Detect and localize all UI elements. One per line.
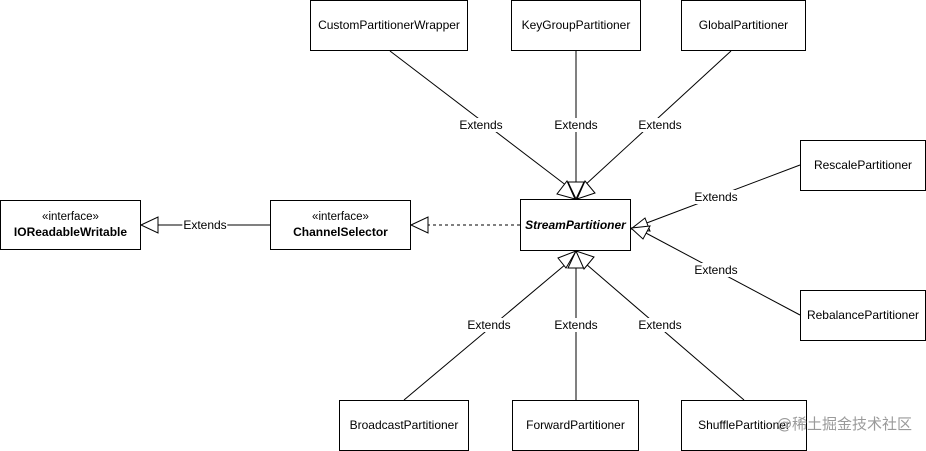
node-label: GlobalPartitioner <box>698 18 789 32</box>
node-label: RescalePartitioner <box>813 158 913 172</box>
node-label: KeyGroupPartitioner <box>521 18 631 32</box>
node-forward-partitioner: ForwardPartitioner <box>512 400 639 451</box>
node-stereotype: «interface» <box>312 211 369 223</box>
node-label: IOReadableWritable <box>13 225 128 239</box>
edge-label-custom-wrapper: Extends <box>458 118 504 132</box>
edge-label-global: Extends <box>637 118 683 132</box>
node-io-readable-writable: «interface» IOReadableWritable <box>0 200 141 250</box>
arrowhead-io-readable <box>139 216 159 234</box>
edge-label-rescale: Extends <box>693 190 739 204</box>
node-label: RebalancePartitioner <box>806 308 920 322</box>
node-shuffle-partitioner: ShufflePartitioner <box>681 400 807 451</box>
node-rebalance-partitioner: RebalancePartitioner <box>800 290 926 341</box>
edge-label-forward: Extends <box>553 318 599 332</box>
edge-shuffle <box>585 263 745 401</box>
node-channel-selector: «interface» ChannelSelector <box>270 200 411 250</box>
node-rescale-partitioner: RescalePartitioner <box>800 140 926 191</box>
node-stream-partitioner: StreamPartitioner <box>520 199 631 251</box>
arrowhead-global <box>576 180 596 200</box>
node-label: StreamPartitioner <box>525 217 626 232</box>
node-label: ChannelSelector <box>293 225 388 239</box>
node-label: ShufflePartitioner <box>698 418 790 432</box>
node-global-partitioner: GlobalPartitioner <box>681 0 806 51</box>
edge-label-keygroup: Extends <box>553 118 599 132</box>
node-stereotype: «interface» <box>42 211 99 223</box>
node-label: ForwardPartitioner <box>526 418 625 432</box>
node-broadcast-partitioner: BroadcastPartitioner <box>339 400 469 451</box>
node-label: CustomPartitionerWrapper <box>318 18 460 32</box>
arrowhead-shuffle <box>575 250 595 270</box>
watermark-text: @稀土掘金技术社区 <box>776 415 912 433</box>
node-custom-partitioner-wrapper: CustomPartitionerWrapper <box>310 0 468 51</box>
node-label: BroadcastPartitioner <box>349 418 459 432</box>
arrowhead-custom-wrapper <box>556 180 576 200</box>
edge-label-shuffle: Extends <box>637 318 683 332</box>
edge-label-broadcast: Extends <box>466 318 512 332</box>
edge-label-channel-selector: Extends <box>182 218 228 232</box>
edge-broadcast <box>403 263 567 401</box>
node-keygroup-partitioner: KeyGroupPartitioner <box>511 0 641 51</box>
arrowhead-keygroup <box>567 181 585 201</box>
arrowhead-broadcast <box>557 250 578 269</box>
arrowhead-channel-selector <box>409 216 429 234</box>
edge-label-rebalance: Extends <box>693 263 739 277</box>
arrowhead-rebalance <box>629 225 651 240</box>
